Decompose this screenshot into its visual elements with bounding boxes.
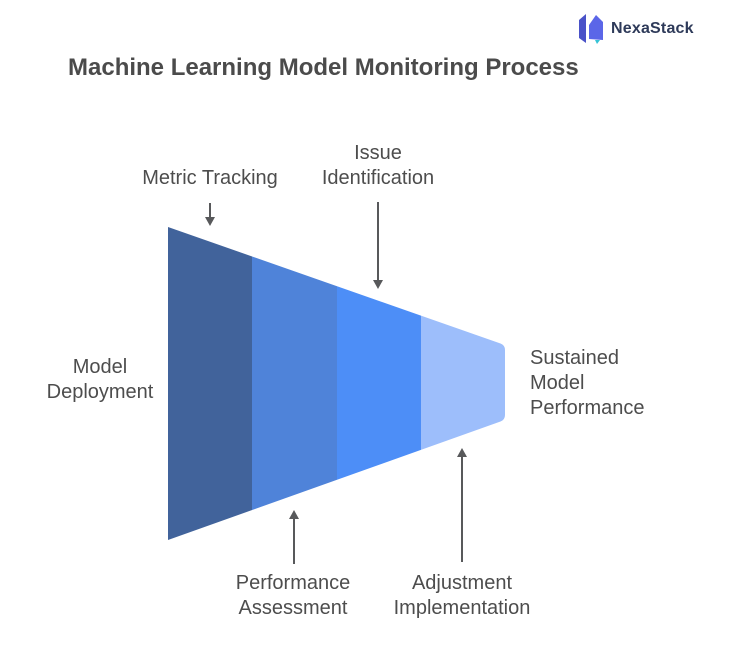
annotation-arrows	[205, 202, 467, 564]
label-performance-assessment: Performance Assessment	[235, 572, 351, 619]
funnel-segment-1	[168, 227, 252, 540]
label-model-deployment: Model Deployment	[46, 356, 154, 403]
arrowhead-metric-tracking	[205, 217, 215, 226]
arrowhead-issue-identification	[373, 280, 383, 289]
logo-left-shape	[579, 14, 586, 43]
brand-logo: NexaStack	[576, 12, 694, 46]
funnel-segment-4	[421, 227, 505, 540]
funnel-segments	[168, 227, 505, 540]
page-title: Machine Learning Model Monitoring Proces…	[68, 54, 579, 81]
arrowhead-performance-assessment	[289, 510, 299, 519]
arrowhead-adjustment-implementation	[457, 448, 467, 457]
label-sustained-model-performance: Sustained Model Performance	[530, 347, 645, 419]
funnel-segment-2	[252, 227, 337, 540]
logo-accent-shape	[595, 40, 600, 44]
label-adjustment-implementation: Adjustment Implementation	[393, 572, 531, 619]
label-issue-identification: Issue Identification	[321, 142, 435, 189]
brand-name: NexaStack	[611, 20, 694, 37]
logo-right-shape	[589, 15, 603, 40]
nexastack-logo-icon	[579, 14, 603, 44]
label-metric-tracking: Metric Tracking	[142, 167, 278, 189]
